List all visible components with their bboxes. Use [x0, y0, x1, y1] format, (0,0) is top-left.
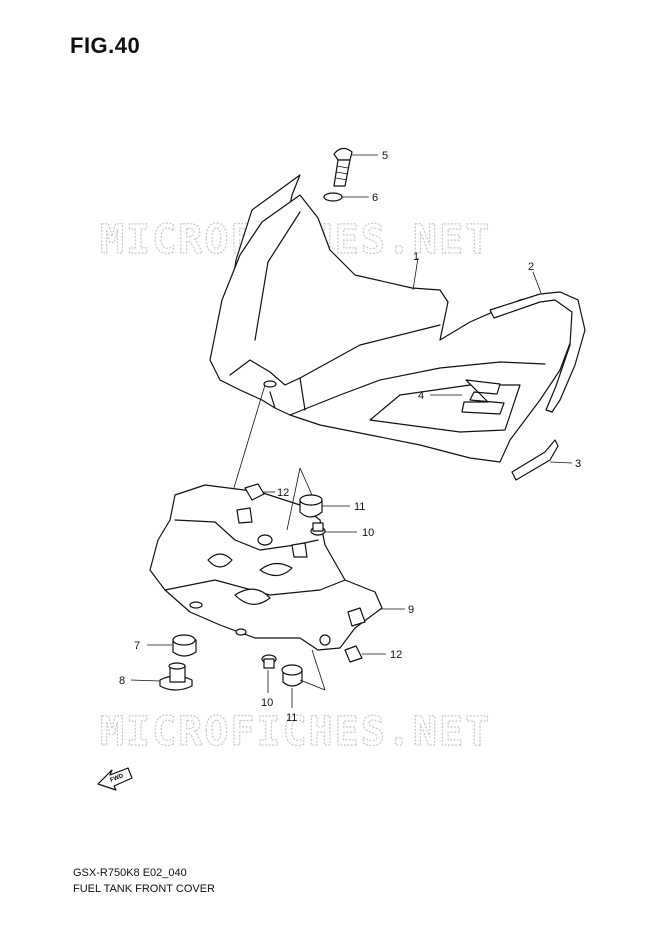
callout-4: 4: [418, 390, 424, 402]
figure-code: GSX-R750K8 E02_040: [73, 867, 187, 879]
callout-5: 5: [382, 150, 388, 162]
part-11-grommet-top: [299, 494, 323, 518]
part-5-screw: [333, 147, 353, 187]
callout-11-bottom: 11: [286, 712, 297, 724]
part-8-mount: [159, 662, 193, 691]
callout-9: 9: [408, 604, 414, 616]
callout-10-bottom: 10: [261, 697, 273, 709]
callout-3: 3: [575, 458, 581, 470]
callout-11-top: 11: [354, 501, 365, 513]
part-10-collar-top: [310, 522, 326, 536]
callout-8: 8: [119, 675, 125, 687]
part-11-grommet-bottom: [281, 664, 303, 687]
callout-2: 2: [528, 261, 534, 273]
part-10-collar-bottom: [261, 654, 277, 669]
part-12-clip-nut-top: [244, 483, 265, 501]
part-6-washer: [323, 192, 343, 202]
part-7-grommet: [172, 634, 197, 657]
callout-12-bottom: 12: [390, 649, 402, 661]
part-2-trim-strip: [489, 291, 586, 413]
part-1-front-cover: [209, 174, 579, 463]
callout-7: 7: [134, 640, 140, 652]
part-12-clip-nut-bottom: [344, 645, 363, 663]
figure-description: FUEL TANK FRONT COVER: [73, 883, 216, 895]
part-3-strip: [511, 439, 559, 481]
callout-6: 6: [372, 192, 378, 204]
watermark-bottom: MICROFICHES.NET: [100, 709, 491, 755]
callout-12-top: 12: [277, 487, 289, 499]
part-9-bracket: [149, 484, 383, 651]
fwd-label: FWD: [110, 773, 126, 784]
figure-title: FIG.40: [70, 33, 141, 58]
callout-10-top: 10: [362, 527, 374, 539]
callout-1: 1: [413, 251, 419, 263]
fwd-arrow-icon: FWD: [97, 767, 133, 791]
